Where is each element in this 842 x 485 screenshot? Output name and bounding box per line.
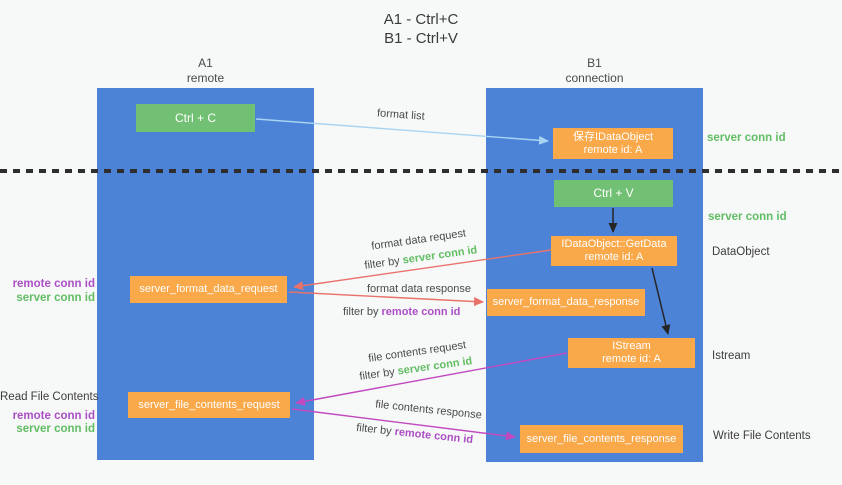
node-server-file-contents-request: server_file_contents_request: [128, 392, 290, 418]
node-server-file-contents-response: server_file_contents_response: [520, 425, 683, 453]
node-server-format-data-request: server_format_data_request: [130, 276, 287, 303]
right-label-write-file-contents: Write File Contents: [713, 430, 811, 442]
server-format-data-response-label: server_format_data_response: [492, 296, 640, 308]
title-line-b1: B1 - Ctrl+V: [384, 30, 458, 47]
column-a1-name: A1: [198, 56, 213, 70]
save-idataobject-line2: remote id: A: [583, 143, 643, 156]
istream-line1: IStream: [612, 340, 651, 352]
node-ctrl-c: Ctrl + C: [136, 104, 255, 132]
ctrl-c-label: Ctrl + C: [174, 110, 216, 125]
istream-line2: remote id: A: [602, 353, 661, 365]
column-a1-subtitle: remote: [186, 71, 225, 85]
filter-key-remote-conn-id-1: remote conn id: [381, 306, 461, 318]
format-data-response-arrow: [288, 291, 484, 307]
node-istream: IStream remote id: A: [568, 338, 695, 368]
getdata-line1: IDataObject::GetData: [561, 238, 667, 250]
arrow-label-filter-2: filter by remote conn id: [343, 306, 460, 318]
left-label-read-file-contents: Read File Contents: [0, 391, 99, 403]
file-contents-response-arrow: [291, 408, 516, 441]
node-idataobject-getdata: IDataObject::GetData remote id: A: [551, 236, 677, 266]
column-header-a1: A1 remote: [97, 56, 314, 86]
left-label-server-conn-id-2: server conn id: [16, 423, 95, 435]
getdata-to-istream-arrow: [651, 267, 671, 335]
right-label-istream: Istream: [712, 350, 751, 362]
right-label-dataobject: DataObject: [712, 246, 770, 258]
file-contents-request-arrow: [295, 352, 568, 406]
clipboard-boundary-dotted-line: [0, 169, 842, 173]
node-server-format-data-response: server_format_data_response: [487, 289, 645, 316]
getdata-line2: remote id: A: [584, 251, 644, 263]
right-label-server-conn-id-2: server conn id: [708, 211, 787, 223]
save-idataobject-line1: 保存IDataObject: [572, 130, 654, 143]
ctrl-v-label: Ctrl + V: [593, 186, 634, 200]
format-list-arrow: [255, 118, 549, 145]
server-file-contents-request-label: server_file_contents_request: [138, 398, 280, 411]
left-label-remote-conn-id-2: remote conn id: [12, 410, 95, 422]
diagram-title: A1 - Ctrl+C B1 - Ctrl+V: [0, 10, 842, 48]
left-label-remote-conn-id-1: remote conn id: [12, 278, 95, 290]
server-format-data-request-label: server_format_data_request: [139, 283, 278, 295]
node-ctrl-v: Ctrl + V: [554, 180, 673, 207]
left-label-server-conn-id-1: server conn id: [16, 292, 95, 304]
column-b1-name: B1: [587, 56, 602, 70]
title-line-a1: A1 - Ctrl+C: [383, 11, 459, 28]
right-label-server-conn-id-1: server conn id: [707, 132, 786, 144]
filter-prefix-2: filter by: [343, 306, 379, 318]
node-save-idataobject: 保存IDataObject remote id: A: [553, 128, 673, 159]
column-header-b1: B1 connection: [486, 56, 703, 86]
server-file-contents-response-label: server_file_contents_response: [526, 432, 677, 445]
format-data-request-arrow: [293, 249, 552, 291]
column-b1-subtitle: connection: [565, 71, 624, 85]
arrow-label-format-data-response: format data response: [367, 283, 471, 295]
